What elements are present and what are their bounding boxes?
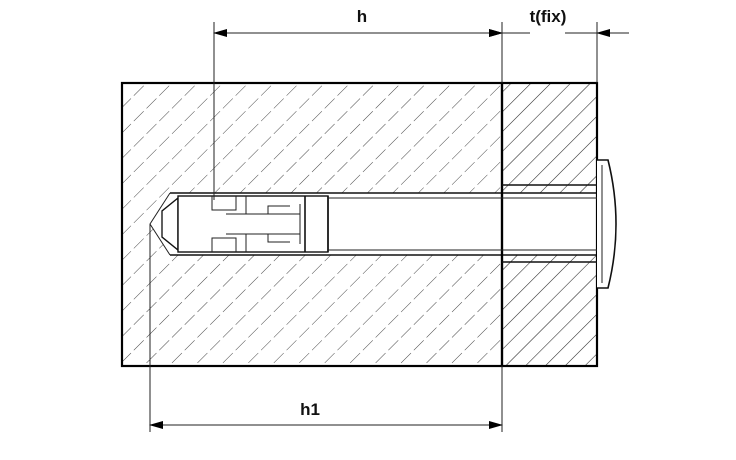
label-h1: h1: [300, 400, 320, 419]
anchor-sleeve: [161, 195, 597, 253]
bolt-head: [597, 159, 617, 289]
label-h: h: [357, 7, 367, 26]
block-outlines: [120, 81, 599, 368]
label-t-fix: t(fix): [530, 7, 567, 26]
